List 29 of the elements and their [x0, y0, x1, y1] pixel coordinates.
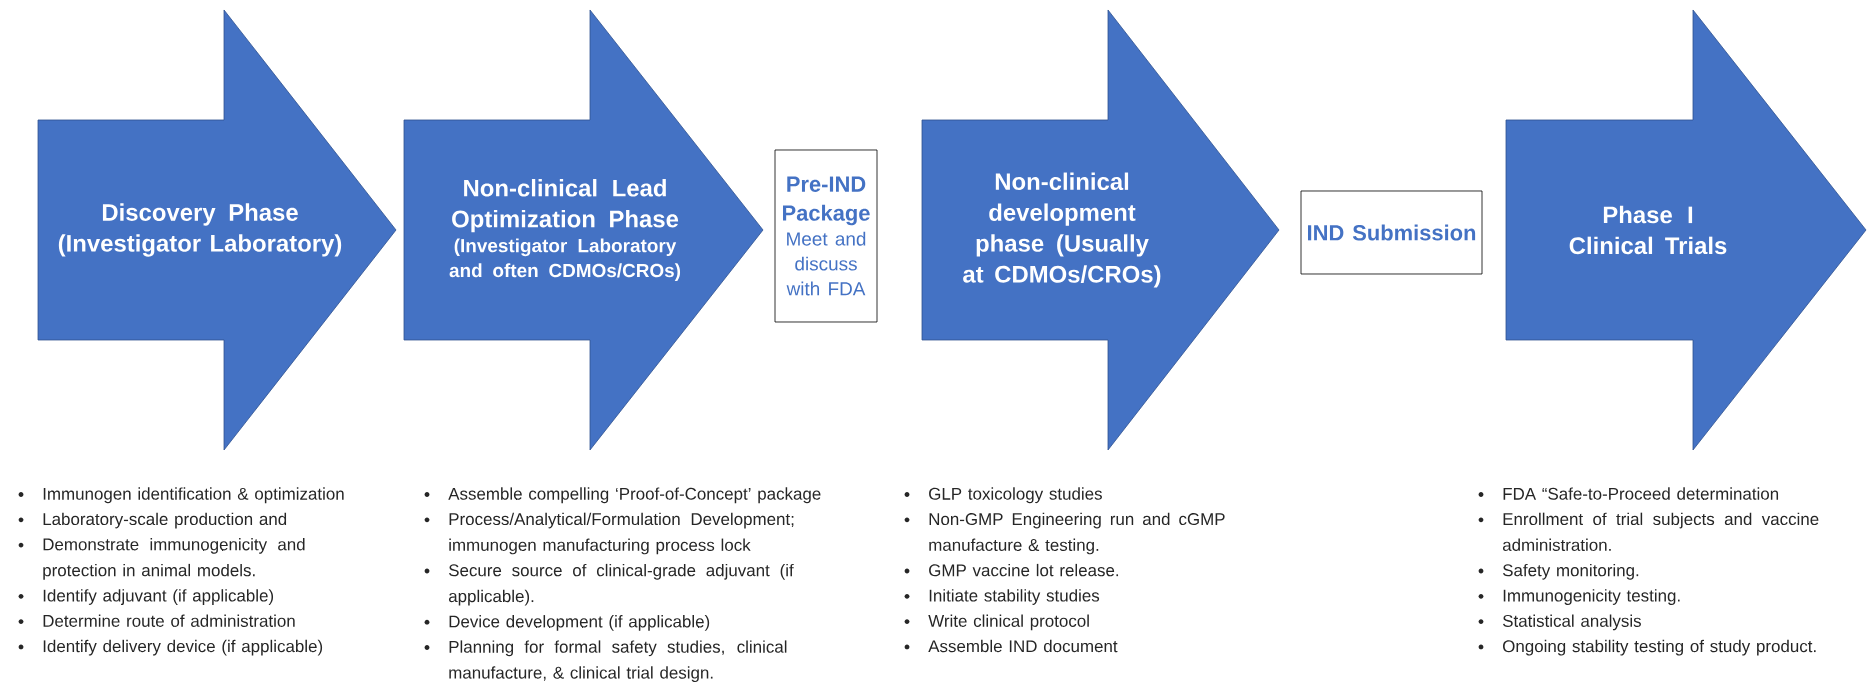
bullet-item: Statistical analysis	[1478, 614, 1641, 631]
bullet-item: FDA “Safe-to-Proceed determination	[1478, 487, 1779, 500]
bullet-item: Process/Analytical/Formulation Development; immunogen manufacturing process lock	[424, 512, 794, 555]
bullet-item: Secure source of clinical-grade adjuvant (if applicable).	[424, 563, 794, 606]
phase-block: Non-clinical Lead Optimization Phase (Investigator Laboratory and often CDMOs/CROs)	[403, 9, 764, 451]
bullet-item: Write clinical protocol	[904, 614, 1089, 631]
bullet-item: Ongoing stability testing of study product.	[1478, 639, 1816, 656]
phase-block: Discovery Phase (Investigator Laboratory)	[37, 9, 397, 451]
bullet-item: Enrollment of trial subjects and vaccine administration.	[1478, 512, 1819, 551]
bullet-item: Safety monitoring.	[1478, 563, 1639, 580]
bullet-item: GLP toxicology studies	[904, 487, 1102, 504]
bullet-item: Identify delivery device (if applicable)	[18, 639, 323, 656]
bullet-item: Initiate stability studies	[904, 589, 1100, 605]
phase-block: Non-clinical development phase (Usually at CDMOs/CROs)	[921, 9, 1280, 451]
bullet-item: Non-GMP Engineering run and cGMP manufacture & testing.	[904, 512, 1225, 555]
bullet-item: Demonstrate immunogenicity and protection in animal models.	[18, 537, 305, 580]
bullet-item: GMP vaccine lot release.	[904, 563, 1119, 577]
bullet-item: Assemble compelling ‘Proof-of-Concept’ package	[424, 487, 821, 504]
bullet-item: Immunogen identification & optimization	[18, 487, 344, 504]
bullet-item: Assemble IND document	[904, 639, 1118, 653]
bullet-item: Laboratory-scale production and	[18, 512, 287, 529]
bullet-item: Device development (if applicable)	[424, 615, 710, 631]
bullet-item: Identify adjuvant (if applicable)	[18, 589, 274, 605]
bullet-item: Planning for formal safety studies, clinical manufacture, & clinical trial design.	[424, 640, 787, 683]
milestone-box: Pre-IND Package Meet and discuss with FDA	[774, 149, 878, 323]
bullet-item: Immunogenicity testing.	[1478, 589, 1680, 605]
bullet-item: Determine route of administration	[18, 614, 295, 627]
phase-block: Phase I Clinical Trials	[1505, 9, 1867, 451]
milestone-box: IND Submission	[1300, 190, 1483, 275]
